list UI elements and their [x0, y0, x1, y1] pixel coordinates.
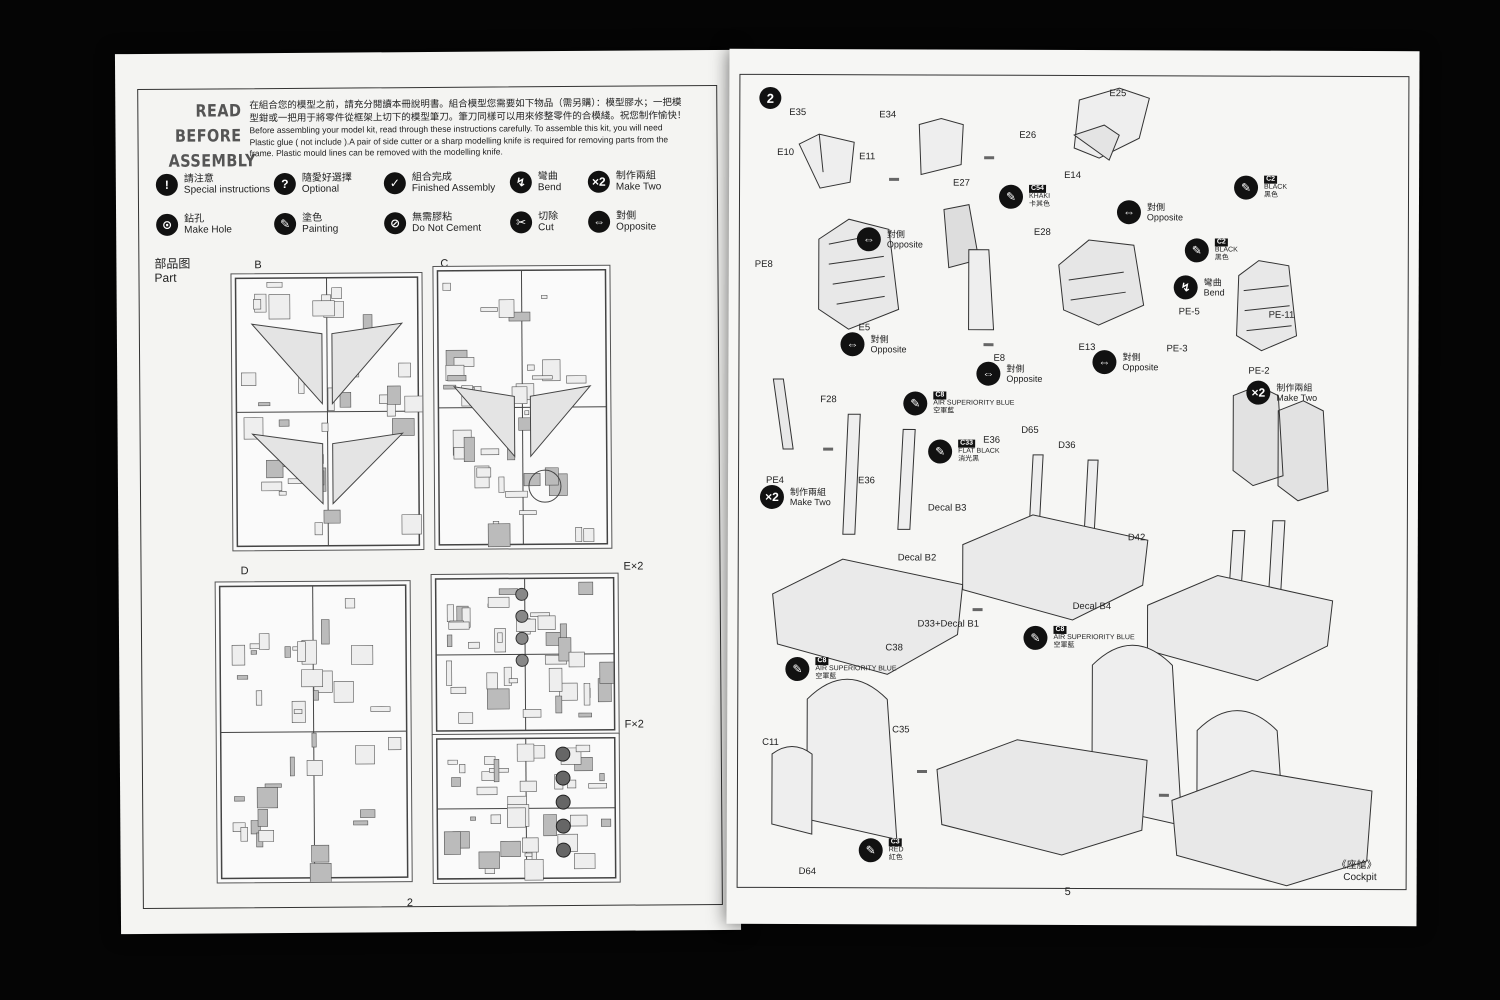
- read-before-heading: READ BEFORE ASSEMBLY: [168, 101, 257, 172]
- part-label: PE8: [754, 258, 773, 270]
- sprue-f: [431, 732, 621, 884]
- brush-icon: ✎: [274, 212, 297, 236]
- part-label: E28: [1033, 226, 1051, 238]
- part-label: D36: [1058, 439, 1076, 452]
- cut-icon: ✂: [510, 211, 533, 234]
- part-label: F28: [820, 394, 837, 406]
- left-page: READ BEFORE ASSEMBLY 在組合您的模型之前，請充分閱讀本冊說明…: [114, 49, 742, 935]
- part-label: C38: [885, 642, 903, 654]
- drill-icon: ⊙: [156, 213, 179, 236]
- part-label: Decal B2: [897, 552, 937, 564]
- part-label: E25: [1109, 88, 1127, 100]
- brush-icon: ✎: [928, 439, 953, 464]
- bend-icon: ↯: [509, 171, 532, 194]
- part-label: PE-2: [1248, 365, 1270, 377]
- brush-icon: ✎: [858, 838, 883, 863]
- part-label: PE-5: [1178, 306, 1200, 318]
- part-label: D42: [1127, 532, 1146, 544]
- brush-icon: ✎: [1234, 175, 1259, 200]
- sprue-label-b: B: [254, 259, 262, 272]
- part-label: D64: [798, 866, 817, 878]
- right-page: 2: [726, 48, 1420, 927]
- sprue-label-d: D: [240, 565, 249, 578]
- part-label: E27: [953, 177, 970, 189]
- part-label: PE-3: [1166, 343, 1188, 355]
- part-label: E35: [789, 107, 807, 119]
- opposite-icon: ⇔: [1092, 350, 1117, 375]
- check-icon: ✓: [383, 172, 406, 195]
- brush-icon: ✎: [1184, 238, 1209, 263]
- sprue-label-e: E×2: [623, 560, 644, 573]
- sprue-e: [430, 572, 620, 736]
- part-label: E34: [879, 109, 897, 121]
- intro-english: Before assembling your model kit, read t…: [249, 122, 669, 159]
- exclamation-icon: !: [155, 173, 178, 196]
- opposite-icon: ⇔: [1116, 200, 1142, 225]
- sprue-label-f: F×2: [624, 718, 644, 731]
- brush-icon: ✎: [1023, 625, 1048, 650]
- part-label: Decal B3: [927, 502, 967, 514]
- part-label: D65: [1021, 424, 1039, 436]
- opposite-icon: ⇔: [840, 332, 865, 357]
- brush-icon: ✎: [998, 184, 1024, 209]
- intro-chinese: 在組合您的模型之前，請充分閱讀本冊說明書。組合模型您需要如下物品（需另購）：模型…: [249, 97, 687, 125]
- brush-icon: ✎: [903, 391, 928, 416]
- sprue-d: [214, 580, 413, 884]
- page-number: 2: [406, 897, 414, 910]
- x2-icon: ×2: [759, 484, 785, 509]
- part-label: E14: [1064, 169, 1082, 182]
- part-label: Decal B4: [1072, 600, 1112, 613]
- section-caption: 《座艙》 Cockpit: [1336, 859, 1377, 884]
- part-label: E11: [859, 151, 876, 163]
- part-label: D33+Decal B1: [917, 618, 980, 630]
- brush-icon: ✎: [785, 656, 810, 682]
- question-icon: ?: [273, 172, 296, 196]
- opposite-icon: ⇔: [976, 361, 1001, 386]
- bend-icon: ↯: [1173, 275, 1198, 300]
- opposite-icon: ⇔: [588, 210, 611, 233]
- page-number: 5: [1064, 885, 1071, 898]
- sprue-c: [432, 264, 613, 550]
- part-label: C35: [892, 724, 910, 736]
- part-label: E10: [777, 146, 795, 159]
- part-label: E36: [858, 475, 875, 487]
- assembly-drawing: [771, 87, 1373, 887]
- opposite-icon: ⇔: [856, 227, 881, 252]
- part-label: PE-11: [1268, 309, 1295, 321]
- x2-icon: ×2: [587, 170, 610, 193]
- part-label: E26: [1019, 129, 1037, 141]
- no-glue-icon: ⊘: [384, 212, 407, 235]
- parts-heading: 部品图 Part: [154, 256, 191, 285]
- sprue-b: [230, 272, 425, 552]
- part-label: C11: [762, 736, 779, 748]
- x2-icon: ×2: [1246, 380, 1271, 405]
